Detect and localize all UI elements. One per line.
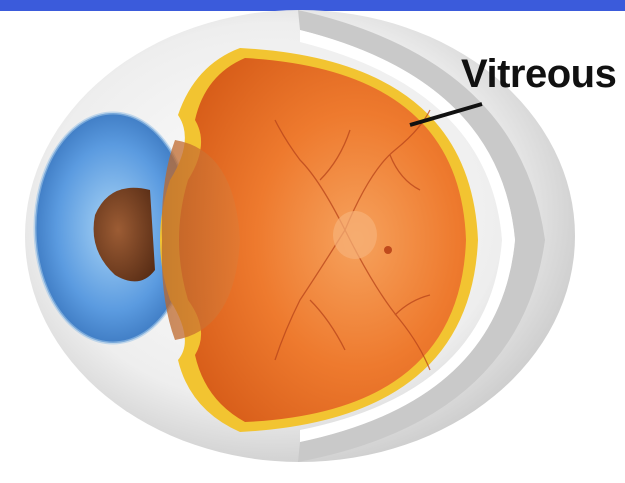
optic-disc [333,211,377,259]
macula [384,246,392,254]
vitreous-label: Vitreous [461,52,616,96]
